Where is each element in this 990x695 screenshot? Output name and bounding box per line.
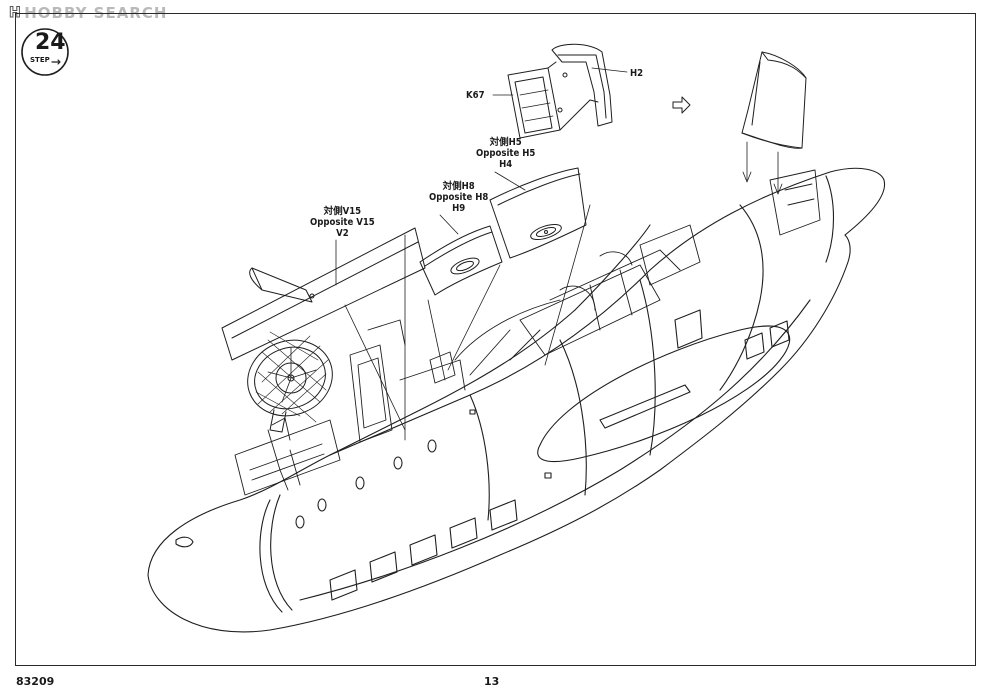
callout-v2: V2 (336, 228, 349, 239)
callout-h4: H4 (499, 159, 513, 170)
watermark-logo: H (8, 5, 22, 22)
step-number: 24 (35, 30, 66, 55)
rear-canopy-cover (742, 52, 806, 148)
radar-dish (237, 329, 343, 432)
callout-v15-group: 対側V15 Opposite V15 V2 (310, 206, 375, 239)
callout-h2: H2 (630, 68, 644, 79)
canopy-frame-part (508, 44, 612, 138)
page-number: 13 (484, 675, 500, 688)
leader-lines (336, 68, 782, 440)
callout-h8-cn: 対側H8 (442, 181, 475, 192)
step-badge: 24 STEP (21, 28, 69, 76)
callout-k67: K67 (466, 90, 485, 101)
callout-h5-opposite: Opposite H5 (476, 148, 536, 159)
callout-h8-opposite: Opposite H8 (429, 192, 489, 203)
page-frame (15, 13, 976, 666)
callout-v15-cn: 対側V15 (323, 206, 362, 217)
callout-h9: H9 (452, 203, 466, 214)
step-label: STEP (30, 56, 50, 64)
h9-panel (420, 226, 502, 295)
catalog-number: 83209 (16, 675, 55, 688)
callout-v15-opposite: Opposite V15 (310, 217, 375, 228)
v2-long-panel (222, 228, 425, 360)
h4-panel (490, 168, 586, 258)
callout-h8-group: 対側H8 Opposite H8 H9 (429, 181, 488, 214)
step-badge-graphic (22, 29, 68, 75)
callout-h5-cn: 対側H5 (489, 137, 522, 148)
callout-h5-group: 対側H5 Opposite H5 H4 (476, 137, 535, 170)
fuselage (148, 168, 885, 632)
direction-arrow (673, 97, 690, 113)
